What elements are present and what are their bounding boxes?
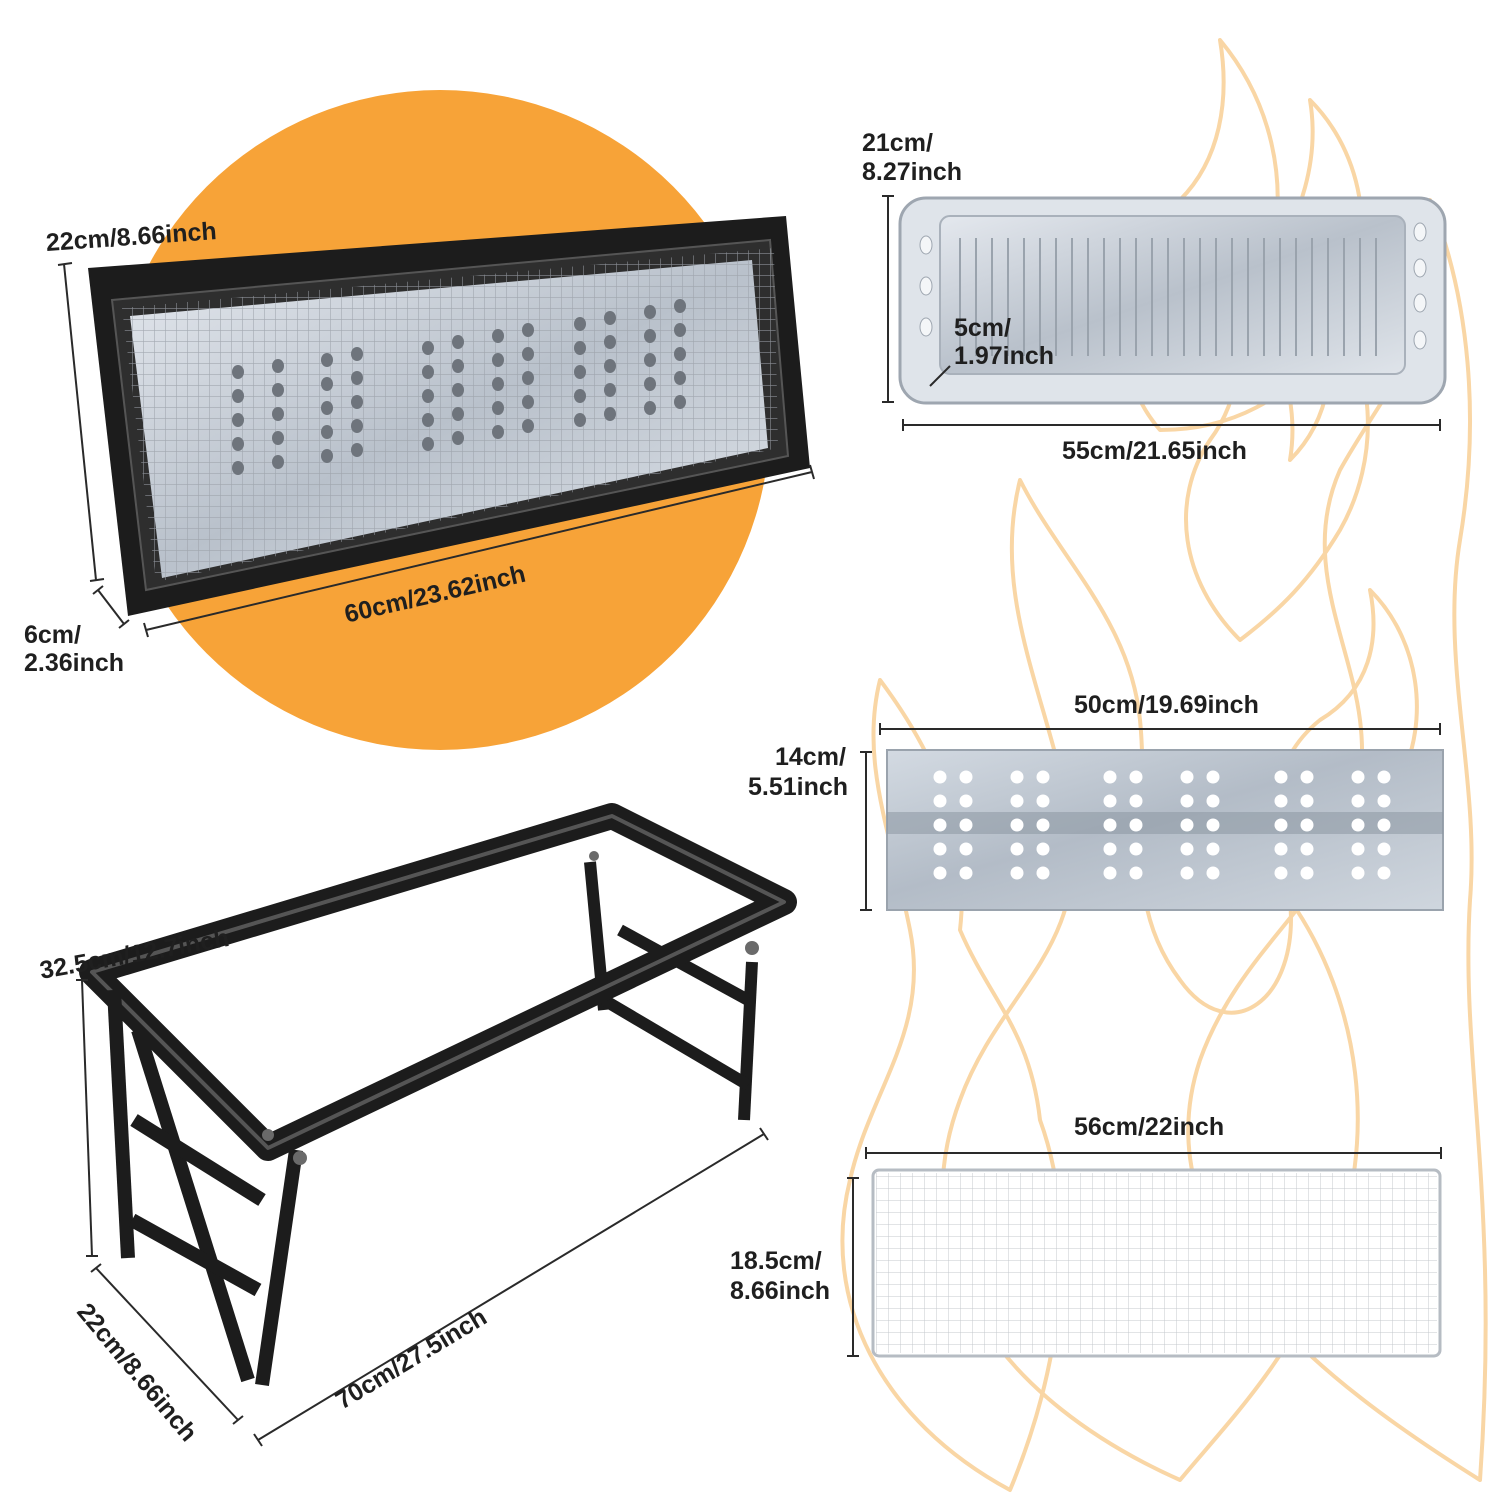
mesh-grid-wires (876, 1173, 1437, 1353)
grill-depth-label-line2: 2.36inch (24, 649, 125, 677)
dim-grill-depth (92, 585, 130, 629)
dim-mesh-length (865, 1147, 1442, 1159)
tray-width-label-line2: 8.27inch (862, 158, 963, 186)
folding-stand-illustration (79, 803, 797, 1387)
charcoal-tray-illustration (898, 196, 1447, 405)
mesh-grid-illustration (871, 1168, 1442, 1358)
stand-front-legs (107, 989, 303, 1387)
charcoal-tray-ribs (959, 238, 1377, 356)
dim-stand-height (76, 979, 98, 1257)
stand-top-frame (79, 803, 797, 1161)
dim-tray-length (902, 419, 1441, 431)
mesh-width-label-line2: 8.66inch (730, 1277, 831, 1305)
tray-depth-label-line1: 5cm/ (954, 314, 1011, 342)
grill-depth-label-line1: 6cm/ (24, 621, 81, 649)
flame-outline-mid (940, 478, 1360, 1482)
dim-mesh-width (847, 1177, 859, 1357)
tray-width-label-line1: 21cm/ (862, 129, 933, 157)
charcoal-tray-side-holes (919, 222, 1427, 350)
mesh-length-label: 56cm/22inch (1074, 1113, 1225, 1141)
flame-outline-top (1184, 288, 1370, 642)
vent-plate-illustration (886, 749, 1444, 911)
dim-tray-width (882, 195, 894, 403)
stand-top-frame-highlight (90, 814, 786, 1150)
grill-top-vent-holes (232, 299, 686, 475)
dim-grill-length (143, 464, 815, 638)
tray-length-label: 55cm/21.65inch (1062, 437, 1247, 465)
dim-stand-length (253, 1127, 769, 1447)
mesh-width-label-line1: 18.5cm/ (730, 1247, 822, 1275)
grill-top-mesh (122, 248, 778, 582)
dimension-lines (57, 195, 1442, 1447)
stand-hinge-bolts (262, 851, 759, 1165)
vent-plate-holes (933, 770, 1391, 880)
dim-plate-width (860, 751, 872, 911)
dim-plate-length (879, 723, 1441, 735)
grill-top-illustration (88, 216, 810, 616)
dim-grill-height (57, 262, 105, 582)
dim-stand-width (90, 1263, 244, 1425)
dim-tray-depth (929, 365, 951, 387)
flame-outline-left (840, 678, 1064, 1492)
plate-width-label-line2: 5.51inch (748, 773, 849, 801)
plate-length-label: 50cm/19.69inch (1074, 691, 1259, 719)
plate-width-label-line1: 14cm/ (775, 743, 846, 771)
tray-depth-label-line2: 1.97inch (954, 342, 1055, 370)
